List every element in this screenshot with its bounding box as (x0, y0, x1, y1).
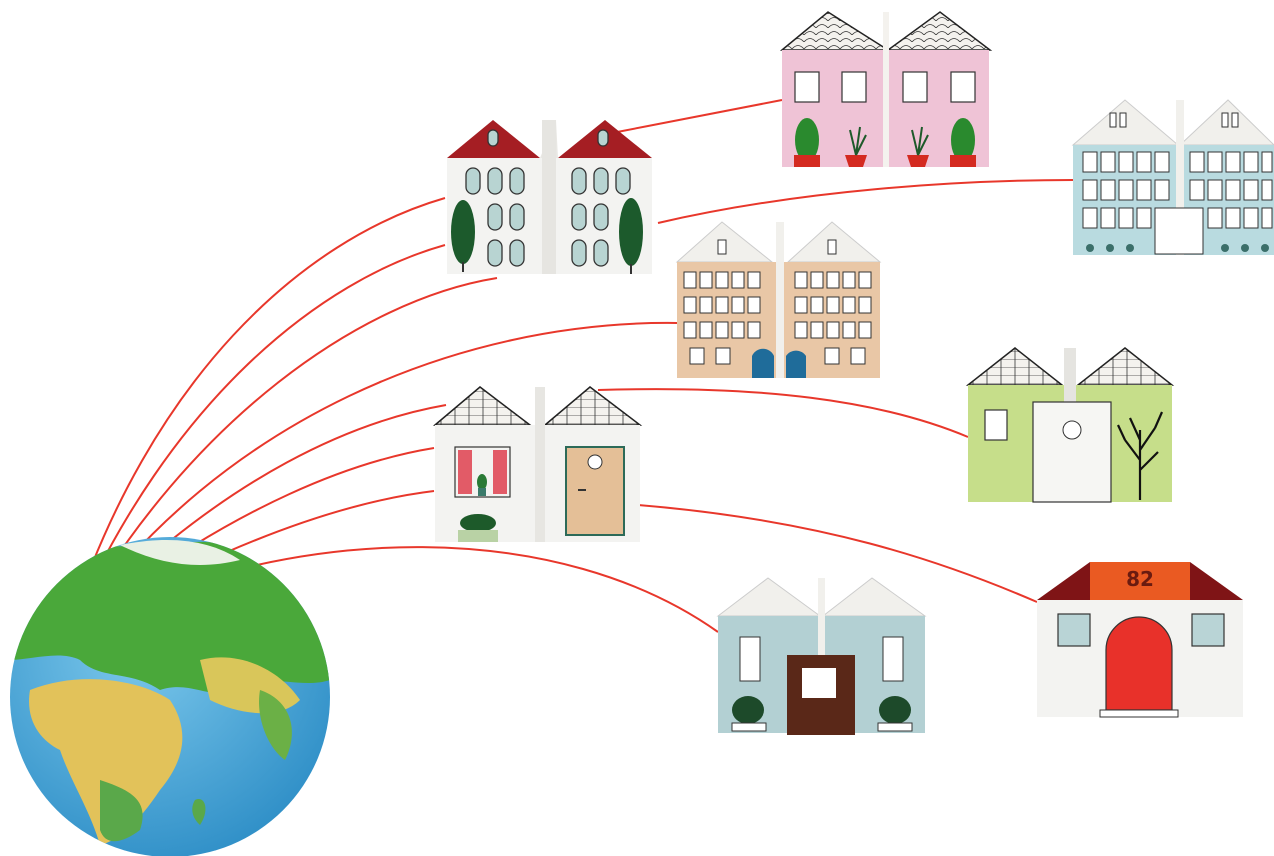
land-africa (29, 679, 183, 845)
house-blue-tall (1071, 99, 1274, 255)
house-white-cottage (432, 386, 643, 542)
house-blue-gray (716, 577, 927, 735)
house-pink (779, 11, 993, 167)
house-tan-apartment (675, 221, 882, 378)
house-white-red-roof (447, 120, 652, 274)
land-madagascar (192, 799, 206, 825)
land-north (120, 540, 240, 565)
line-blue-tall (657, 179, 1074, 224)
house-green-cottage (965, 347, 1175, 503)
house-number-label: 82 (1126, 567, 1154, 591)
line-green (597, 388, 969, 438)
line-number-82 (637, 504, 1038, 603)
land-india (259, 690, 292, 760)
land-africa-south (100, 780, 143, 842)
bare-tree (1117, 411, 1164, 500)
green-cottage-door (1032, 401, 1112, 503)
window-grid-tan (683, 271, 872, 365)
land-eurasia (10, 541, 330, 693)
line-to-white-red-roof-1 (69, 197, 446, 626)
house-number-82: 82 (1037, 562, 1243, 718)
line-to-white-red-roof-2 (71, 244, 446, 626)
globe (10, 537, 330, 856)
window-grid-blue (1082, 151, 1273, 255)
line-pink (611, 99, 783, 134)
